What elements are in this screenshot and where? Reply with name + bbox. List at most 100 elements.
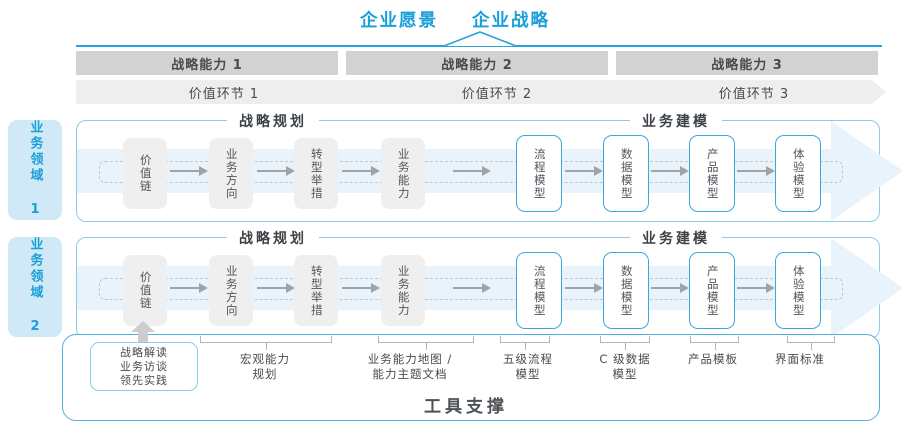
planning-header: 战略规划 <box>227 228 319 248</box>
annotation-line: 五级流程 <box>503 352 553 366</box>
annotation-data-model: C 级数据 模型 <box>599 352 650 382</box>
arrow-right-icon <box>737 166 775 176</box>
node-data-model: 数据模型 <box>603 135 649 212</box>
arrow-right-icon <box>565 283 603 293</box>
annotation-macro-capability: 宏观能力 规划 <box>240 352 290 382</box>
value-bar-2: 价值环节 2 <box>352 80 642 104</box>
bracket-connector <box>378 336 474 350</box>
arrow-right-icon <box>342 166 380 176</box>
value-bar-1-label: 价值环节 1 <box>188 86 260 102</box>
node-label: 价值链 <box>138 154 153 193</box>
annotation-line: 产品模板 <box>688 352 738 366</box>
node-business-direction: 业务方向 <box>209 255 253 326</box>
node-label: 体验模型 <box>791 147 806 200</box>
value-bar-1: 价值环节 1 <box>76 80 372 104</box>
domain-label-2-text: 业务领域 2 <box>27 237 43 337</box>
annotation-process-model: 五级流程 模型 <box>503 352 553 382</box>
domain-panel-1: 战略规划 业务建模 价值链 业务方向 转型举措 业务能力 流程模型 数据模型 产… <box>76 111 903 222</box>
dashed-track <box>99 278 843 300</box>
value-bar-2-label: 价值环节 2 <box>461 86 533 102</box>
node-value-chain: 价值链 <box>123 138 167 209</box>
strategy-title: 企业战略 <box>472 11 550 31</box>
annotation-line: 能力主题文档 <box>372 367 448 381</box>
capability-bar-1: 战略能力 1 <box>76 51 338 75</box>
arrow-right-icon <box>565 166 603 176</box>
node-process-model: 流程模型 <box>516 252 562 329</box>
capability-bar-3: 战略能力 3 <box>616 51 878 75</box>
capability-bar-3-label: 战略能力 3 <box>711 57 783 73</box>
node-experience-model: 体验模型 <box>775 135 821 212</box>
arrow-right-icon <box>170 166 208 176</box>
node-product-model: 产品模型 <box>689 252 735 329</box>
node-process-model: 流程模型 <box>516 135 562 212</box>
caret-up-icon <box>443 31 517 47</box>
node-label: 产品模型 <box>705 264 720 317</box>
node-data-model: 数据模型 <box>603 252 649 329</box>
note-line: 领先实践 <box>120 373 168 387</box>
node-label: 业务能力 <box>396 147 411 200</box>
arrow-up-icon <box>131 321 155 343</box>
annotation-line: 业务能力地图 / <box>367 352 453 366</box>
node-business-capability: 业务能力 <box>381 138 425 209</box>
arrow-right-icon <box>257 283 295 293</box>
domain-label-2: 业务领域 2 <box>8 237 62 337</box>
arrow-right-icon <box>342 283 380 293</box>
node-label: 流程模型 <box>532 147 547 200</box>
arrow-right-icon <box>651 283 689 293</box>
modeling-header: 业务建模 <box>630 228 722 248</box>
arrow-right-icon <box>453 283 491 293</box>
node-label: 业务方向 <box>224 147 239 200</box>
annotation-line: 模型 <box>612 367 638 381</box>
arrow-right-icon <box>170 283 208 293</box>
value-bar-3: 价值环节 3 <box>622 80 886 104</box>
note-line: 战略解读 <box>120 345 168 359</box>
capability-bar-2: 战略能力 2 <box>346 51 608 75</box>
annotation-line: 宏观能力 <box>240 352 290 366</box>
node-label: 业务方向 <box>224 264 239 317</box>
annotation-capability-map: 业务能力地图 / 能力主题文档 <box>368 352 453 382</box>
node-label: 数据模型 <box>619 147 634 200</box>
annotation-line: 模型 <box>515 367 541 381</box>
node-label: 价值链 <box>138 271 153 310</box>
domain-panel-2: 战略规划 业务建模 价值链 业务方向 转型举措 业务能力 流程模型 数据模型 产… <box>76 228 903 339</box>
bracket-connector <box>690 336 739 350</box>
annotation-line: 界面标准 <box>775 352 825 366</box>
domain-label-1: 业务领域 1 <box>8 120 62 220</box>
node-label: 流程模型 <box>532 264 547 317</box>
arrow-right-icon <box>257 166 295 176</box>
bracket-connector <box>600 336 650 350</box>
domain-label-1-text: 业务领域 1 <box>27 120 43 220</box>
page-title: 企业愿景 企业战略 <box>0 7 910 32</box>
arrow-right-icon <box>737 283 775 293</box>
value-bar-3-label: 价值环节 3 <box>718 86 790 102</box>
node-label: 业务能力 <box>396 264 411 317</box>
node-label: 产品模型 <box>705 147 720 200</box>
bracket-connector <box>500 336 550 350</box>
node-value-chain: 价值链 <box>123 255 167 326</box>
dashed-track <box>99 161 843 183</box>
node-label: 数据模型 <box>619 264 634 317</box>
annotation-line: 规划 <box>252 367 278 381</box>
node-transformation-initiatives: 转型举措 <box>294 138 338 209</box>
arrow-right-icon <box>651 166 689 176</box>
vision-title: 企业愿景 <box>360 11 438 31</box>
node-label: 转型举措 <box>309 264 324 317</box>
bracket-connector <box>787 336 835 350</box>
modeling-header: 业务建模 <box>630 111 722 131</box>
capability-bar-1-label: 战略能力 1 <box>171 57 243 73</box>
node-transformation-initiatives: 转型举措 <box>294 255 338 326</box>
node-label: 体验模型 <box>791 264 806 317</box>
node-product-model: 产品模型 <box>689 135 735 212</box>
node-experience-model: 体验模型 <box>775 252 821 329</box>
annotation-ui-standard: 界面标准 <box>775 352 825 367</box>
node-label: 转型举措 <box>309 147 324 200</box>
tool-support-title: 工具支撑 <box>424 397 508 417</box>
tool-support-container <box>62 334 880 421</box>
arrow-right-icon <box>453 166 491 176</box>
node-business-direction: 业务方向 <box>209 138 253 209</box>
annotation-line: C 级数据 <box>599 352 651 366</box>
node-business-capability: 业务能力 <box>381 255 425 326</box>
capability-bar-2-label: 战略能力 2 <box>441 57 513 73</box>
strategy-input-note: 战略解读 业务访谈 领先实践 <box>90 342 198 391</box>
